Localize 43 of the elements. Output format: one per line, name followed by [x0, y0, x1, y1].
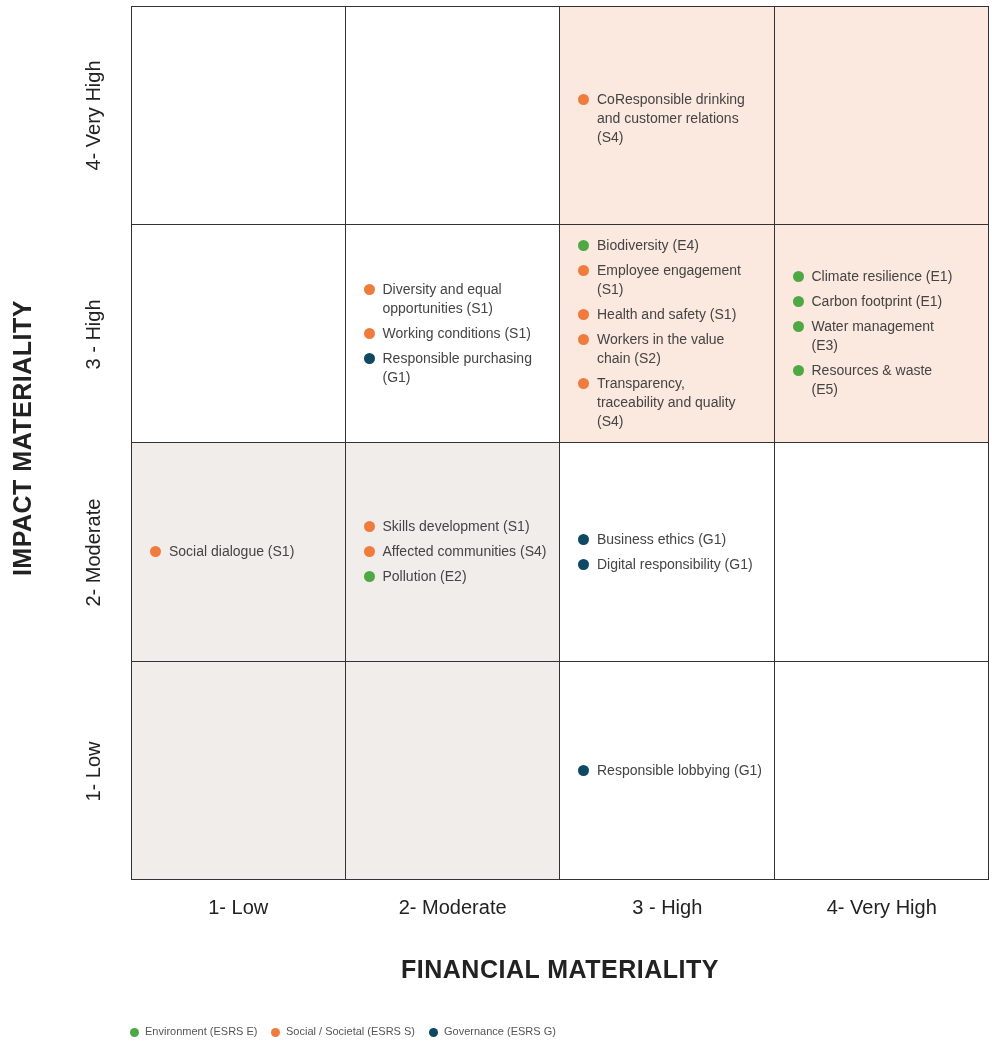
topic-text: Health and safety (S1): [597, 304, 737, 324]
topic-text: Skills development (S1): [382, 517, 530, 537]
axis-tick-label: 1- Low: [82, 739, 105, 803]
topic-text: Digital responsibility (G1): [597, 554, 753, 574]
matrix-cell: [131, 442, 346, 662]
matrix-cell: [773, 223, 989, 443]
topic-text: Diversity and equal opportunities (S1): [382, 279, 503, 318]
axis-title: FINANCIAL MATERIALITY: [401, 955, 719, 984]
topic-text: Responsible lobbying (G1): [597, 760, 762, 780]
matrix-cell: [559, 6, 775, 225]
legend-label: Environment (ESRS E): [145, 1025, 258, 1037]
topic-text: Pollution (E2): [382, 567, 467, 587]
topic-text: Biodiversity (E4): [597, 235, 699, 255]
matrix-cell: [344, 442, 560, 662]
axis-tick-label: 3 - High: [82, 297, 105, 371]
topic-text: Water management (E3): [811, 317, 935, 356]
topic-text: Climate resilience (E1): [811, 267, 953, 287]
matrix-cell: [344, 660, 560, 880]
topic-text: Business ethics (G1): [597, 529, 727, 549]
topic-text: Responsible purchasing (G1): [382, 348, 533, 387]
topic-text: Affected communities (S4): [382, 542, 547, 562]
topic-text: Working conditions (S1): [382, 323, 531, 343]
axis-tick-label: 4- Very High: [826, 896, 937, 919]
topic-text: Workers in the value chain (S2): [597, 329, 726, 368]
topic-text: Social dialogue (S1): [169, 542, 295, 562]
matrix-cell: [559, 223, 775, 443]
matrix-cell: [773, 6, 989, 225]
topic-text: Carbon footprint (E1): [811, 292, 943, 312]
axis-title: IMPACT MATERIALITY: [8, 300, 37, 577]
axis-tick-label: 3 - High: [632, 896, 703, 919]
axis-tick-label: 1- Low: [208, 896, 269, 919]
topic-text: CoResponsible drinking and customer relations (S4): [597, 90, 746, 147]
axis-tick-label: 4- Very High: [82, 59, 105, 173]
matrix-cell: [131, 6, 346, 225]
matrix-cell: [773, 660, 989, 880]
axis-tick-label: 2- Moderate: [398, 896, 507, 919]
topic-text: Employee engagement (S1): [597, 260, 742, 299]
topic-text: Transparency, traceability and quality (S4): [597, 373, 737, 431]
matrix-cell: [131, 660, 346, 880]
legend-label: Social / Societal (ESRS S): [286, 1025, 415, 1037]
legend-label: Governance (ESRS G): [444, 1025, 556, 1037]
topic-text: Resources & waste (E5): [811, 361, 934, 400]
axis-tick-label: 2- Moderate: [82, 497, 105, 609]
